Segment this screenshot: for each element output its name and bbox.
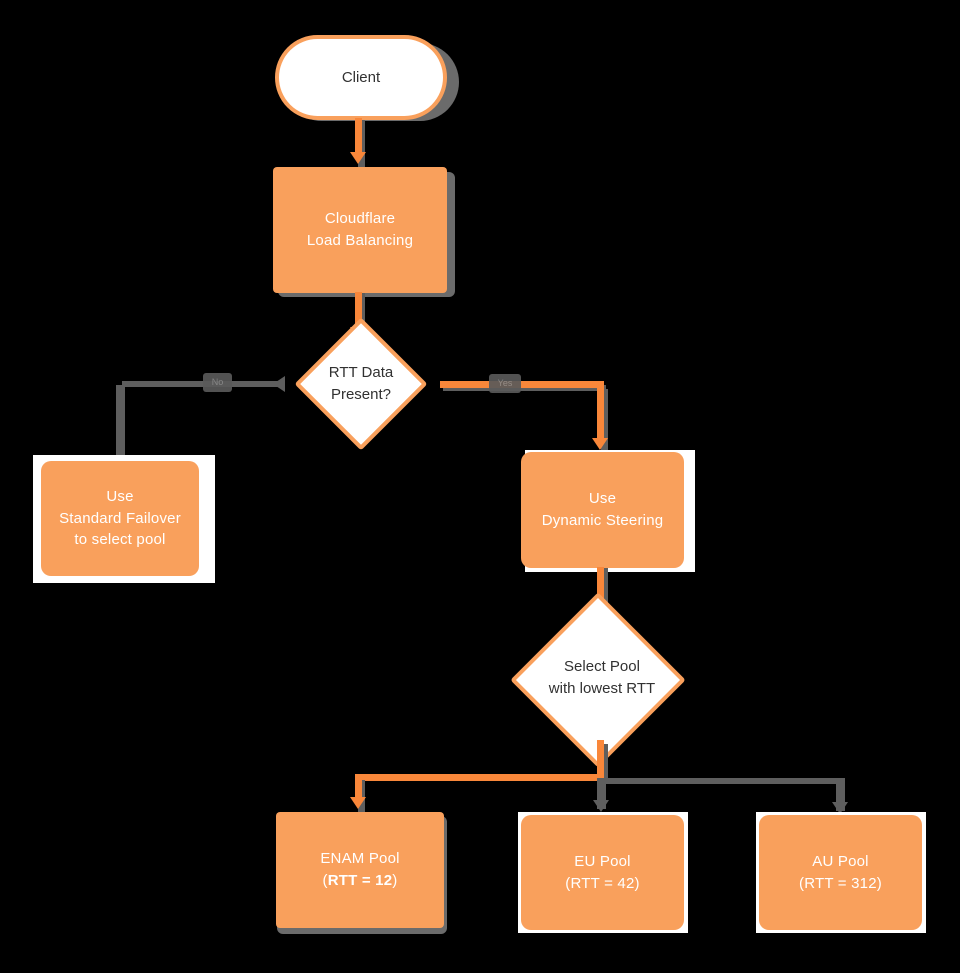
dynamic-steering-label-line1: Use <box>588 490 617 508</box>
enam-pool-rtt-value: RTT = 12 <box>327 872 393 889</box>
eu-pool-label-line1: EU Pool <box>574 852 631 870</box>
edge-decision-to-failover-horizontal <box>122 381 282 387</box>
standard-failover-label-line2: Standard Failover <box>59 509 181 527</box>
edge-decision-to-failover-vertical <box>116 385 125 464</box>
enam-pool-label-line1: ENAM Pool <box>320 850 400 868</box>
rtt-decision-node[interactable]: RTT Data Present? <box>290 317 432 451</box>
rtt-decision-label-line1: RTT Data <box>328 364 394 382</box>
edge-decision-to-steering-vertical <box>597 381 604 443</box>
edge-label-yes: Yes <box>489 374 521 393</box>
au-pool-label-line1: AU Pool <box>812 852 869 870</box>
standard-failover-node[interactable]: Use Standard Failover to select pool <box>41 461 199 576</box>
edge-decision-to-steering-horizontal-shadow <box>443 385 606 391</box>
enam-pool-rtt-prefix: ( <box>322 872 328 889</box>
eu-pool-rtt-line: (RTT = 42) <box>565 874 640 892</box>
enam-pool-rtt-line: (RTT = 12) <box>320 870 399 892</box>
dynamic-steering-label-line2: Dynamic Steering <box>541 512 664 529</box>
client-node[interactable]: Client <box>275 35 447 120</box>
rtt-decision-label-line2: Present? <box>330 386 392 403</box>
edge-select-to-au-vertical <box>836 778 845 811</box>
edge-client-to-lb-line <box>355 118 362 158</box>
edge-lb-to-decision-line <box>355 292 362 332</box>
select-pool-label-line1: Select Pool <box>564 658 640 676</box>
standard-failover-label-line1: Use <box>106 487 134 505</box>
dynamic-steering-node[interactable]: Use Dynamic Steering <box>521 452 684 568</box>
au-pool-node[interactable]: AU Pool (RTT = 312) <box>759 815 922 930</box>
edge-select-to-au-arrowhead <box>832 802 848 814</box>
enam-pool-node[interactable]: ENAM Pool (RTT = 12) <box>276 812 444 928</box>
edge-select-stem-shadow <box>601 744 608 778</box>
edge-steering-to-select-shadow <box>601 568 608 616</box>
select-pool-label-line2: with lowest RTT <box>548 680 656 697</box>
client-node-label: Client <box>341 69 381 86</box>
edge-label-no: No <box>203 373 232 392</box>
edge-select-to-enam-horizontal <box>355 774 603 781</box>
standard-failover-label-line3: to select pool <box>74 531 166 549</box>
select-pool-node[interactable]: Select Pool with lowest RTT <box>510 592 692 768</box>
edge-select-to-eu-arrowhead <box>593 800 609 812</box>
load-balancing-label-line2: Load Balancing <box>306 232 414 249</box>
enam-pool-rtt-suffix: ) <box>392 872 398 889</box>
au-pool-rtt-line: (RTT = 312) <box>799 874 882 892</box>
edge-select-stem <box>597 740 604 778</box>
edge-select-to-enam-arrowhead <box>350 797 366 809</box>
eu-pool-node[interactable]: EU Pool (RTT = 42) <box>521 815 684 930</box>
edge-select-to-enam-vertical <box>355 774 362 802</box>
edge-decision-to-steering-vertical-shadow <box>601 389 608 457</box>
edge-select-to-eu-vertical <box>597 778 606 809</box>
select-pool-label: Select Pool with lowest RTT <box>512 612 692 744</box>
edge-decision-to-failover-arrowhead <box>273 376 285 392</box>
load-balancing-node[interactable]: Cloudflare Load Balancing <box>273 167 447 293</box>
edge-decision-to-steering-arrowhead <box>592 438 608 450</box>
edge-steering-to-select-line <box>597 567 604 607</box>
edge-client-to-lb-arrowhead <box>350 152 366 164</box>
rtt-decision-label: RTT Data Present? <box>290 337 432 431</box>
edge-decision-to-steering-horizontal <box>440 381 603 388</box>
load-balancing-label-line1: Cloudflare <box>324 210 396 228</box>
edge-select-to-au-horizontal <box>600 778 842 784</box>
